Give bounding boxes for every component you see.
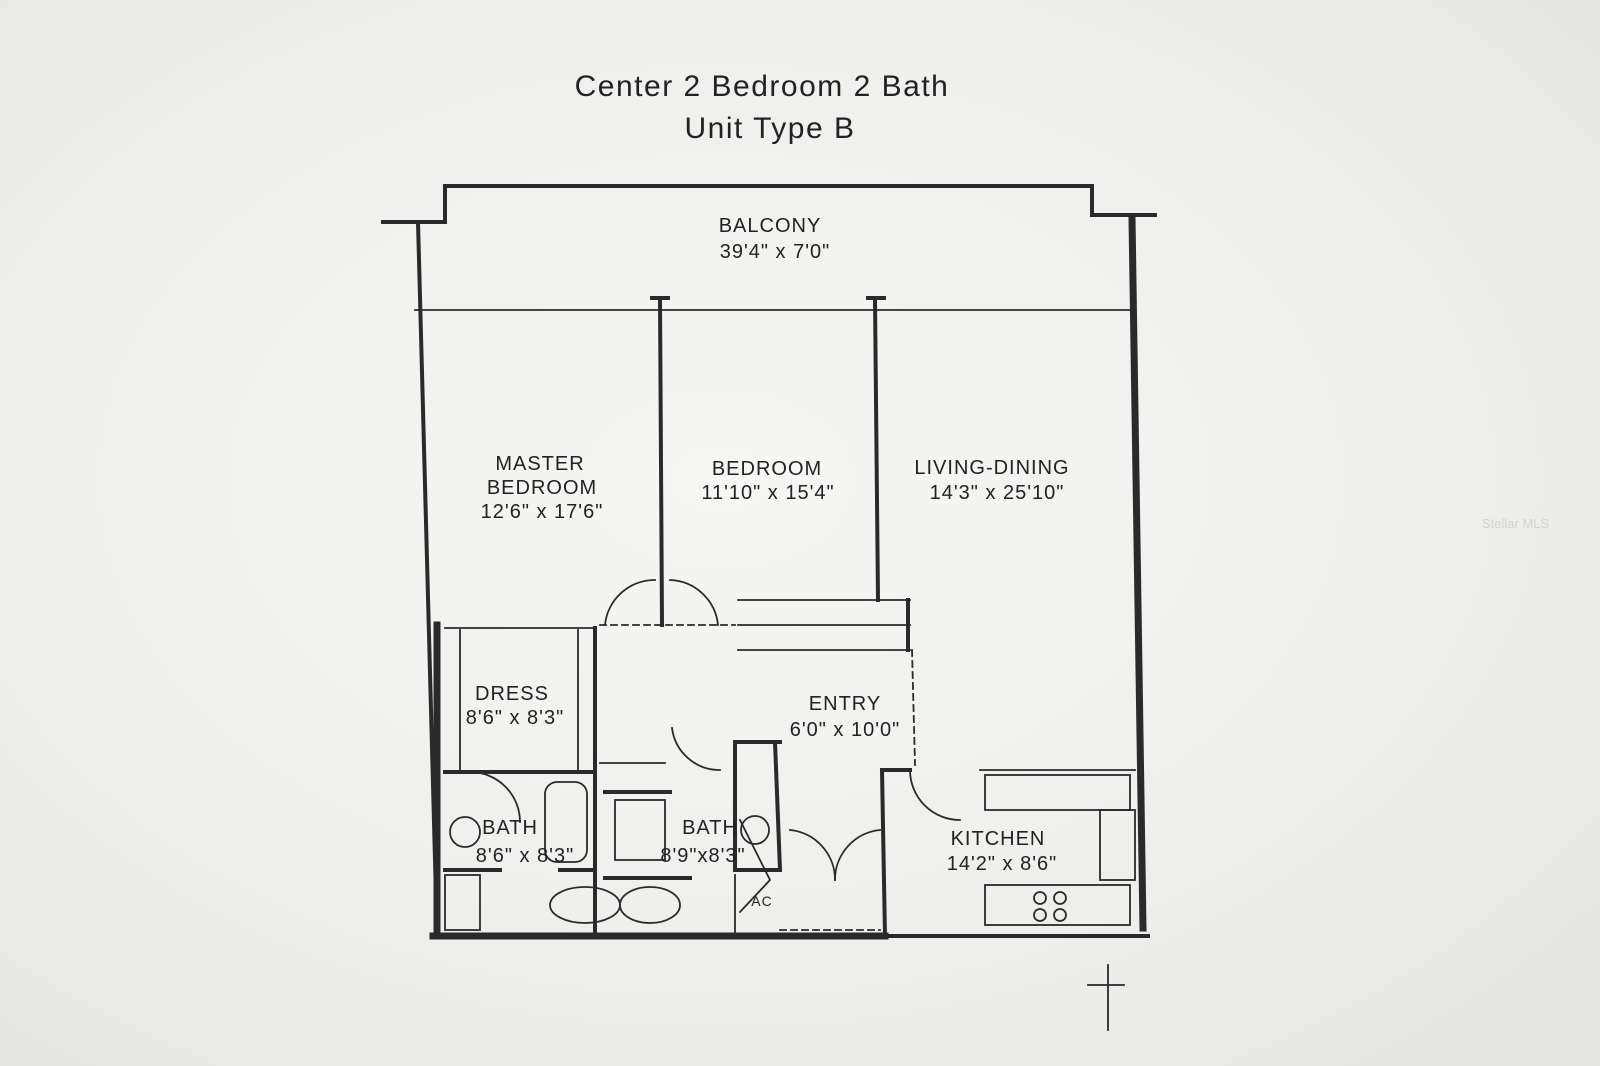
- master-bedroom-label-2: BEDROOM: [487, 477, 597, 499]
- bedroom-size: 11'10" x 15'4": [701, 482, 834, 504]
- living-dining-label: LIVING-DINING: [914, 457, 1069, 479]
- bath2-size: 8'9"x8'3": [660, 845, 745, 867]
- watermark: Stellar MLS: [1482, 516, 1550, 531]
- bedroom-label: BEDROOM: [712, 458, 822, 480]
- kitchen-outline: [879, 768, 1136, 939]
- plan-title-line2: Unit Type B: [684, 112, 855, 145]
- ac-label: AC: [751, 893, 772, 909]
- master-bedroom-size: 12'6" x 17'6": [481, 501, 604, 523]
- bath-fixtures: [444, 781, 770, 931]
- bath1-size: 8'6" x 8'3": [476, 845, 574, 867]
- balcony-outline: [381, 184, 1157, 311]
- dress-label: DRESS: [475, 683, 549, 705]
- interior-walls: [443, 296, 916, 937]
- entry-size: 6'0" x 10'0": [790, 719, 901, 741]
- master-bedroom-label-1: MASTER: [495, 453, 584, 475]
- balcony-label: BALCONY: [719, 215, 822, 237]
- plan-title-line1: Center 2 Bedroom 2 Bath: [575, 70, 950, 103]
- living-dining-size: 14'3" x 25'10": [930, 482, 1065, 504]
- exterior-walls: [415, 214, 1150, 940]
- dress-size: 8'6" x 8'3": [466, 707, 564, 729]
- bath1-label: BATH: [482, 817, 538, 839]
- entry-label: ENTRY: [809, 693, 881, 715]
- crosshair-mark: [1087, 964, 1125, 1031]
- door-swings: [469, 579, 961, 914]
- balcony-size: 39'4" x 7'0": [720, 241, 831, 263]
- kitchen-size: 14'2" x 8'6": [947, 853, 1058, 875]
- kitchen-label: KITCHEN: [951, 828, 1046, 850]
- bath2-label: BATH: [682, 817, 738, 839]
